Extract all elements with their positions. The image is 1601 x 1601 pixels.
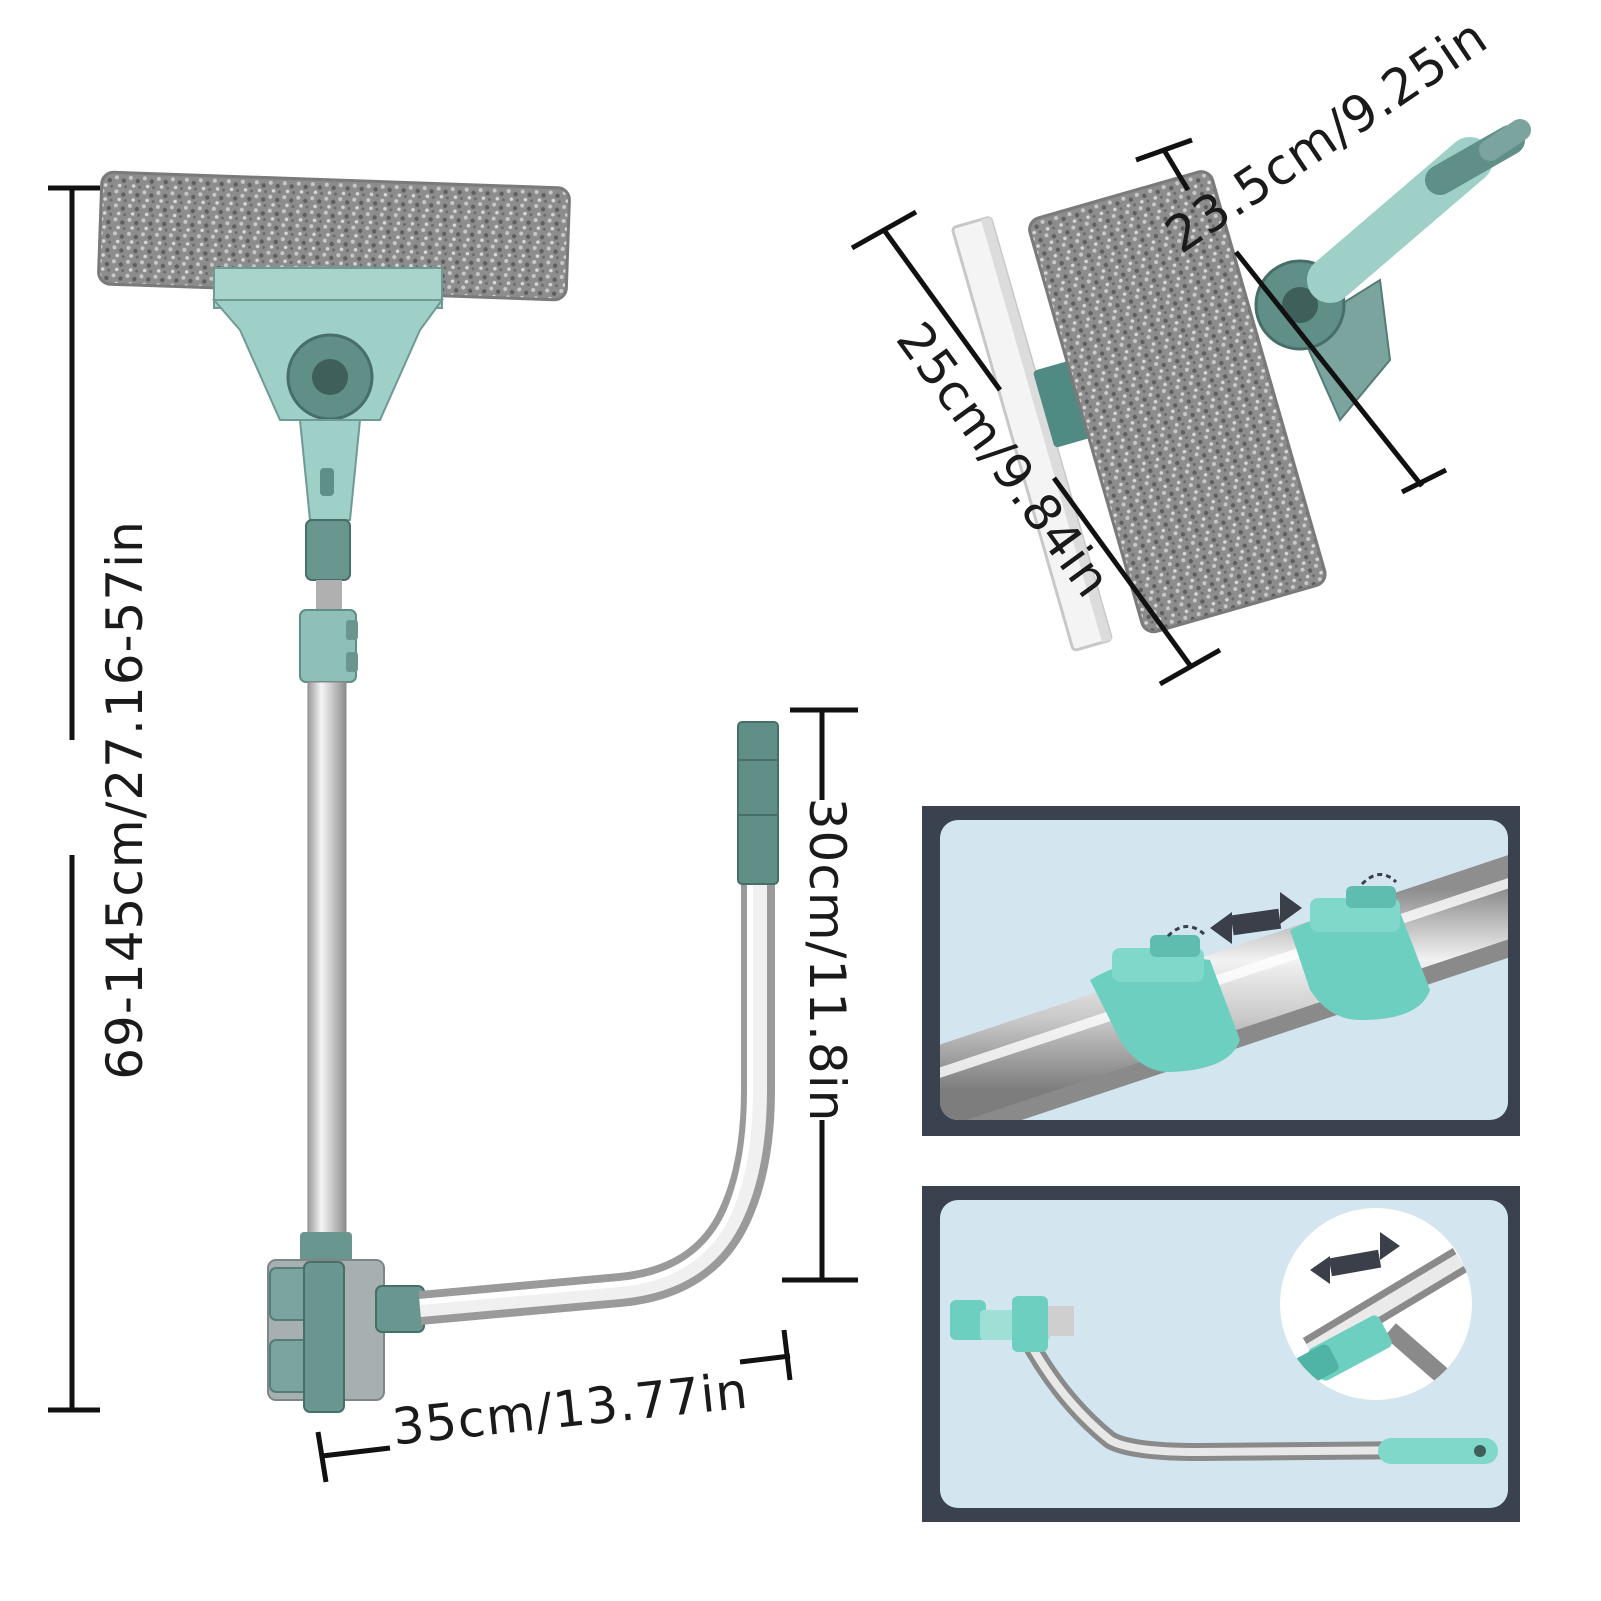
extension-width-label: 35cm/13.77in bbox=[389, 1362, 750, 1457]
telescopic-pole bbox=[307, 681, 347, 1243]
zoom-inset bbox=[1280, 1208, 1472, 1400]
total-length-label: 69-145cm/27.16-57in bbox=[96, 520, 154, 1080]
extension-width-dimension bbox=[315, 1329, 793, 1483]
handle-grip bbox=[737, 721, 779, 885]
head-microfiber-pad bbox=[1028, 170, 1327, 634]
slide-arrow-icon bbox=[1210, 892, 1302, 944]
pole-clamp-2 bbox=[1290, 886, 1430, 1020]
clamp-detail-panel bbox=[922, 806, 1520, 1136]
pad-width-dimension bbox=[1135, 137, 1448, 495]
extension-height-dimension bbox=[782, 707, 858, 1283]
pad-width-label: 23.5cm/9.25in bbox=[1155, 7, 1498, 264]
pole-clamp-1 bbox=[1090, 935, 1240, 1072]
extension-height-label: 30cm/11.8in bbox=[798, 798, 856, 1123]
bent-extension-panel bbox=[922, 1186, 1520, 1522]
head-detail bbox=[951, 119, 1531, 652]
window-squeegee-tool bbox=[97, 170, 779, 1413]
total-length-dimension bbox=[48, 185, 100, 1413]
squeegee-width-dimension bbox=[850, 209, 1222, 687]
